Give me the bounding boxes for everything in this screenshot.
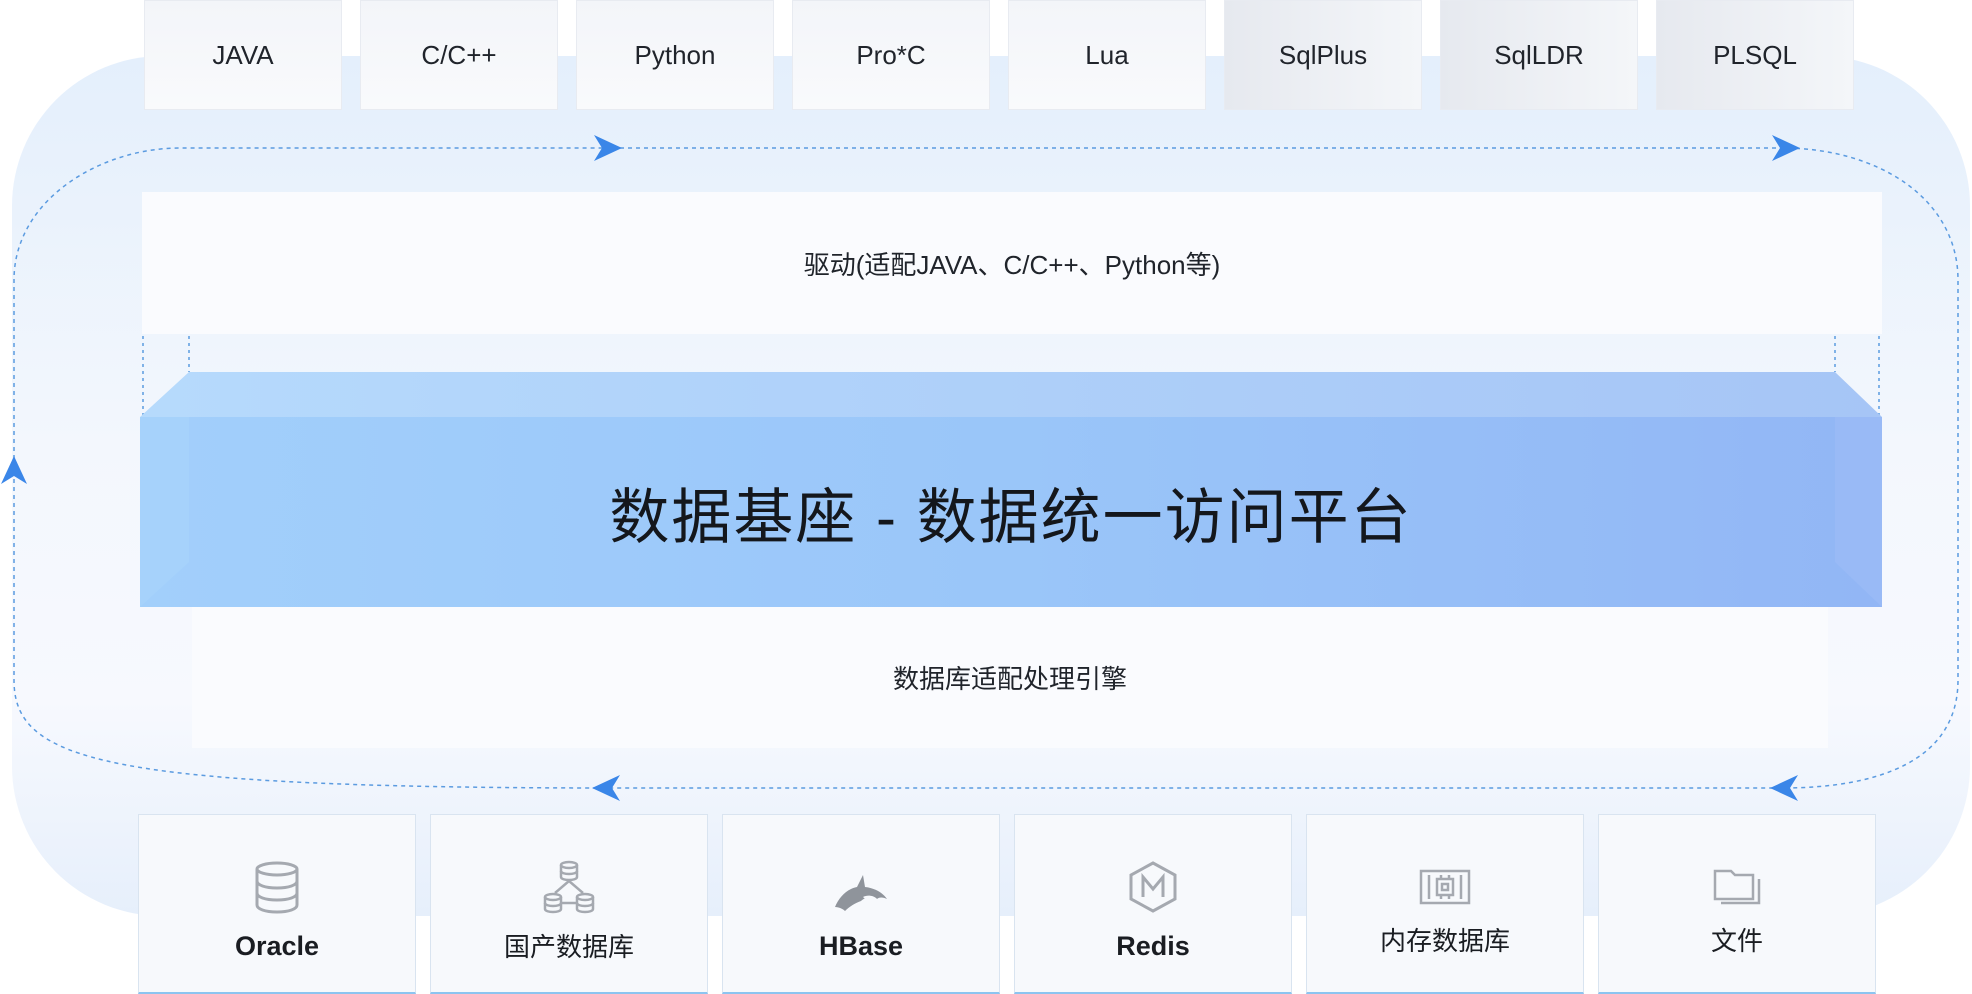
arrow-right-icon [1772, 135, 1800, 161]
language-label: SqlLDR [1494, 39, 1584, 70]
driver-label: 驱动(适配JAVA、C/C++、Python等) [803, 249, 1221, 280]
db-box-oracle: Oracle [138, 814, 416, 994]
hbase-orca-icon [835, 875, 887, 911]
db-box-redis: Redis [1014, 814, 1292, 994]
language-label: Pro*C [856, 39, 926, 70]
memory-chip-icon [1419, 869, 1471, 905]
db-label: Redis [1116, 931, 1190, 961]
platform-front-face: 数据基座 - 数据统一访问平台 [140, 417, 1882, 607]
arrow-left-icon [1770, 775, 1798, 801]
db-label: 国产数据库 [503, 932, 634, 962]
platform-title: 数据基座 - 数据统一访问平台 [609, 483, 1413, 551]
arrow-up-icon [1, 456, 27, 484]
db-label: Oracle [234, 931, 320, 961]
language-label: C/C++ [421, 39, 497, 70]
language-box-java: JAVA [144, 0, 342, 110]
db-box-memory: 内存数据库 [1306, 814, 1584, 994]
language-label: Lua [1085, 39, 1129, 70]
language-label: Python [634, 39, 716, 70]
db-box-domestic: 国产数据库 [430, 814, 708, 994]
language-box-sqlplus: SqlPlus [1224, 0, 1422, 110]
folder-icon [1713, 869, 1761, 905]
arrow-left-icon [592, 775, 620, 801]
language-box-proc: Pro*C [792, 0, 990, 110]
platform-top-face [140, 372, 1882, 417]
database-cluster-icon [543, 860, 595, 914]
language-label: SqlPlus [1278, 39, 1368, 70]
language-box-sqlldr: SqlLDR [1440, 0, 1638, 110]
platform-front-shading [140, 417, 1882, 607]
db-label: 内存数据库 [1379, 926, 1510, 956]
language-box-plsql: PLSQL [1656, 0, 1854, 110]
db-box-hbase: HBase [722, 814, 1000, 994]
language-box-python: Python [576, 0, 774, 110]
language-box-cpp: C/C++ [360, 0, 558, 110]
db-label: HBase [818, 931, 904, 961]
redis-hexagon-icon [1129, 861, 1177, 913]
engine-label: 数据库适配处理引擎 [892, 663, 1127, 694]
engine-layer: 数据库适配处理引擎 [192, 606, 1828, 748]
language-label: JAVA [212, 39, 274, 70]
language-box-lua: Lua [1008, 0, 1206, 110]
db-label: 文件 [1710, 926, 1763, 956]
flow-loop-path [13, 147, 1959, 789]
arrow-right-icon [594, 135, 622, 161]
language-label: PLSQL [1713, 39, 1797, 70]
database-icon [255, 861, 299, 914]
db-box-file: 文件 [1598, 814, 1876, 994]
driver-layer: 驱动(适配JAVA、C/C++、Python等) [142, 192, 1882, 334]
